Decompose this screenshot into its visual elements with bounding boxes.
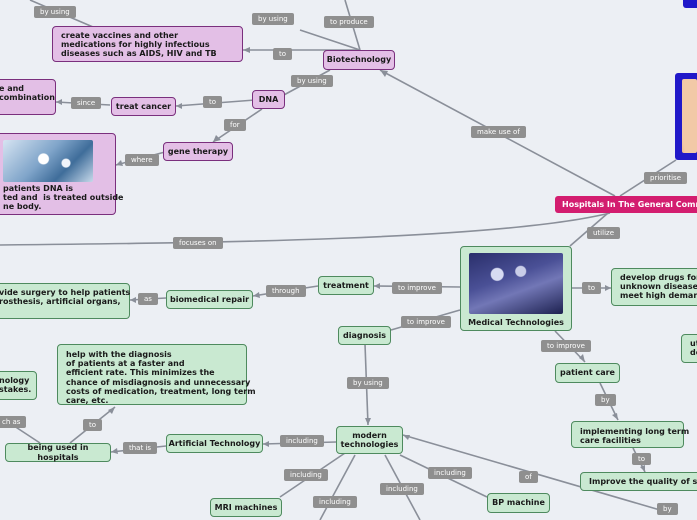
edge-label-to: to bbox=[83, 419, 103, 432]
treat-cancer-node[interactable]: treat cancer bbox=[111, 97, 176, 116]
edge-label-to: to bbox=[203, 96, 223, 109]
portrait-photo bbox=[682, 79, 697, 153]
edge-label-by-using: by using bbox=[291, 75, 333, 88]
edge-label-including: including bbox=[284, 469, 328, 482]
edge-label-for: for bbox=[224, 119, 246, 132]
edge-label-including: including bbox=[380, 483, 424, 496]
edge-label-to-improve: to improve bbox=[392, 282, 442, 295]
edge-label-of: of bbox=[519, 471, 538, 484]
treatment-node[interactable]: treatment bbox=[318, 276, 374, 295]
combination-node[interactable]: e and combination bbox=[0, 79, 56, 115]
edge-label-by: by bbox=[657, 503, 678, 516]
edge-label-by-using: by using bbox=[34, 6, 76, 19]
edge-label-since: since bbox=[71, 97, 102, 110]
surgery-photo bbox=[469, 253, 563, 314]
help-diagnosis-node[interactable]: help with the diagnosis of patients at a… bbox=[57, 344, 256, 405]
edge-label-by-using: by using bbox=[347, 377, 389, 390]
gene-therapy-desc-text: patients DNA is ted and is treated outsi… bbox=[3, 184, 124, 212]
improve-quality-node[interactable]: Improve the quality of senio bbox=[580, 472, 697, 491]
gene-therapy-node[interactable]: gene therapy bbox=[163, 142, 233, 161]
edge-label-utilize: utilize bbox=[587, 227, 620, 240]
diagnosis-node[interactable]: diagnosis bbox=[338, 326, 391, 345]
edge-label-to: to bbox=[273, 48, 293, 61]
medical-technologies-label: Medical Technologies bbox=[468, 318, 564, 327]
edge-label-by: by bbox=[595, 394, 616, 407]
edge-label-to-produce: to produce bbox=[324, 16, 374, 29]
mri-machines-node[interactable]: MRI machines bbox=[210, 498, 282, 517]
edge-label-including: including bbox=[428, 467, 472, 480]
bp-machine-node[interactable]: BP machine bbox=[487, 493, 550, 513]
dna-node[interactable]: DNA bbox=[252, 90, 285, 109]
artificial-technology-node[interactable]: Artificial Technology bbox=[166, 434, 263, 453]
edge-label-to: to bbox=[582, 282, 602, 295]
edge-label-to-improve: to improve bbox=[401, 316, 451, 329]
surgery-desc-node[interactable]: vide surgery to help patients rosthesis,… bbox=[0, 283, 130, 319]
top-right-corner-tab bbox=[683, 0, 697, 8]
edge-label-focuses-on: focuses on bbox=[173, 237, 223, 250]
edge-label-to-improve: to improve bbox=[541, 340, 591, 353]
edge-label-such-as: ch as bbox=[0, 416, 27, 429]
gene-therapy-desc-node[interactable]: patients DNA is ted and is treated outsi… bbox=[0, 133, 123, 215]
medical-technologies-node[interactable]: Medical Technologies bbox=[460, 246, 572, 331]
edge-label-by-using: by using bbox=[252, 13, 294, 26]
patient-care-node[interactable]: patient care bbox=[555, 363, 620, 383]
modern-technologies-node[interactable]: modern technologies bbox=[336, 426, 403, 454]
edge-label-where: where bbox=[125, 154, 159, 167]
edge-label-make-use-of: make use of bbox=[471, 126, 526, 139]
edge-label-through: through bbox=[266, 285, 306, 298]
biomedical-repair-node[interactable]: biomedical repair bbox=[166, 290, 253, 309]
lab-photo bbox=[3, 140, 93, 182]
portrait-node[interactable] bbox=[675, 73, 697, 160]
vaccines-node[interactable]: create vaccines and other medications fo… bbox=[52, 26, 243, 62]
hospitals-node[interactable]: Hospitals In The General Commun bbox=[555, 196, 697, 213]
edge-label-to: to bbox=[632, 453, 652, 466]
edge-label-including: including bbox=[280, 435, 324, 448]
edge-label-including: including bbox=[313, 496, 357, 509]
develop-drugs-node[interactable]: develop drugs for pa unknown diseases. m… bbox=[611, 268, 697, 306]
edge-label-prioritise: prioritise bbox=[644, 172, 688, 185]
edge-label-as: as bbox=[138, 293, 158, 306]
edge-label-that-is: that is bbox=[123, 442, 158, 455]
long-term-care-node[interactable]: implementing long term care facilities bbox=[571, 421, 689, 448]
technology-partial-node[interactable]: nology stakes. bbox=[0, 371, 37, 400]
biotechnology-node[interactable]: Biotechnology bbox=[323, 50, 395, 70]
used-in-hospitals-node[interactable]: being used in hospitals bbox=[5, 443, 111, 462]
right-partial-node[interactable]: ut de bbox=[681, 334, 697, 363]
